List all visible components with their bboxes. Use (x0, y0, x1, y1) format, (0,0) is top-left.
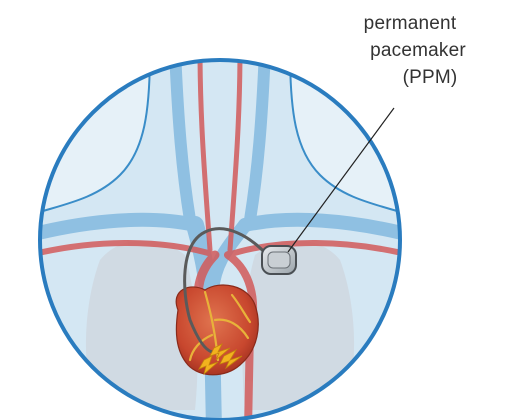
right-lung (242, 241, 354, 410)
anatomy-illustration (30, 50, 410, 420)
label-line-1: permanent (364, 13, 457, 34)
pacemaker-device-icon (262, 246, 296, 274)
label-line-2: pacemaker (370, 40, 466, 61)
pacemaker-label: permanent pacemaker (PPM) (364, 13, 467, 88)
label-line-3: (PPM) (403, 67, 458, 88)
